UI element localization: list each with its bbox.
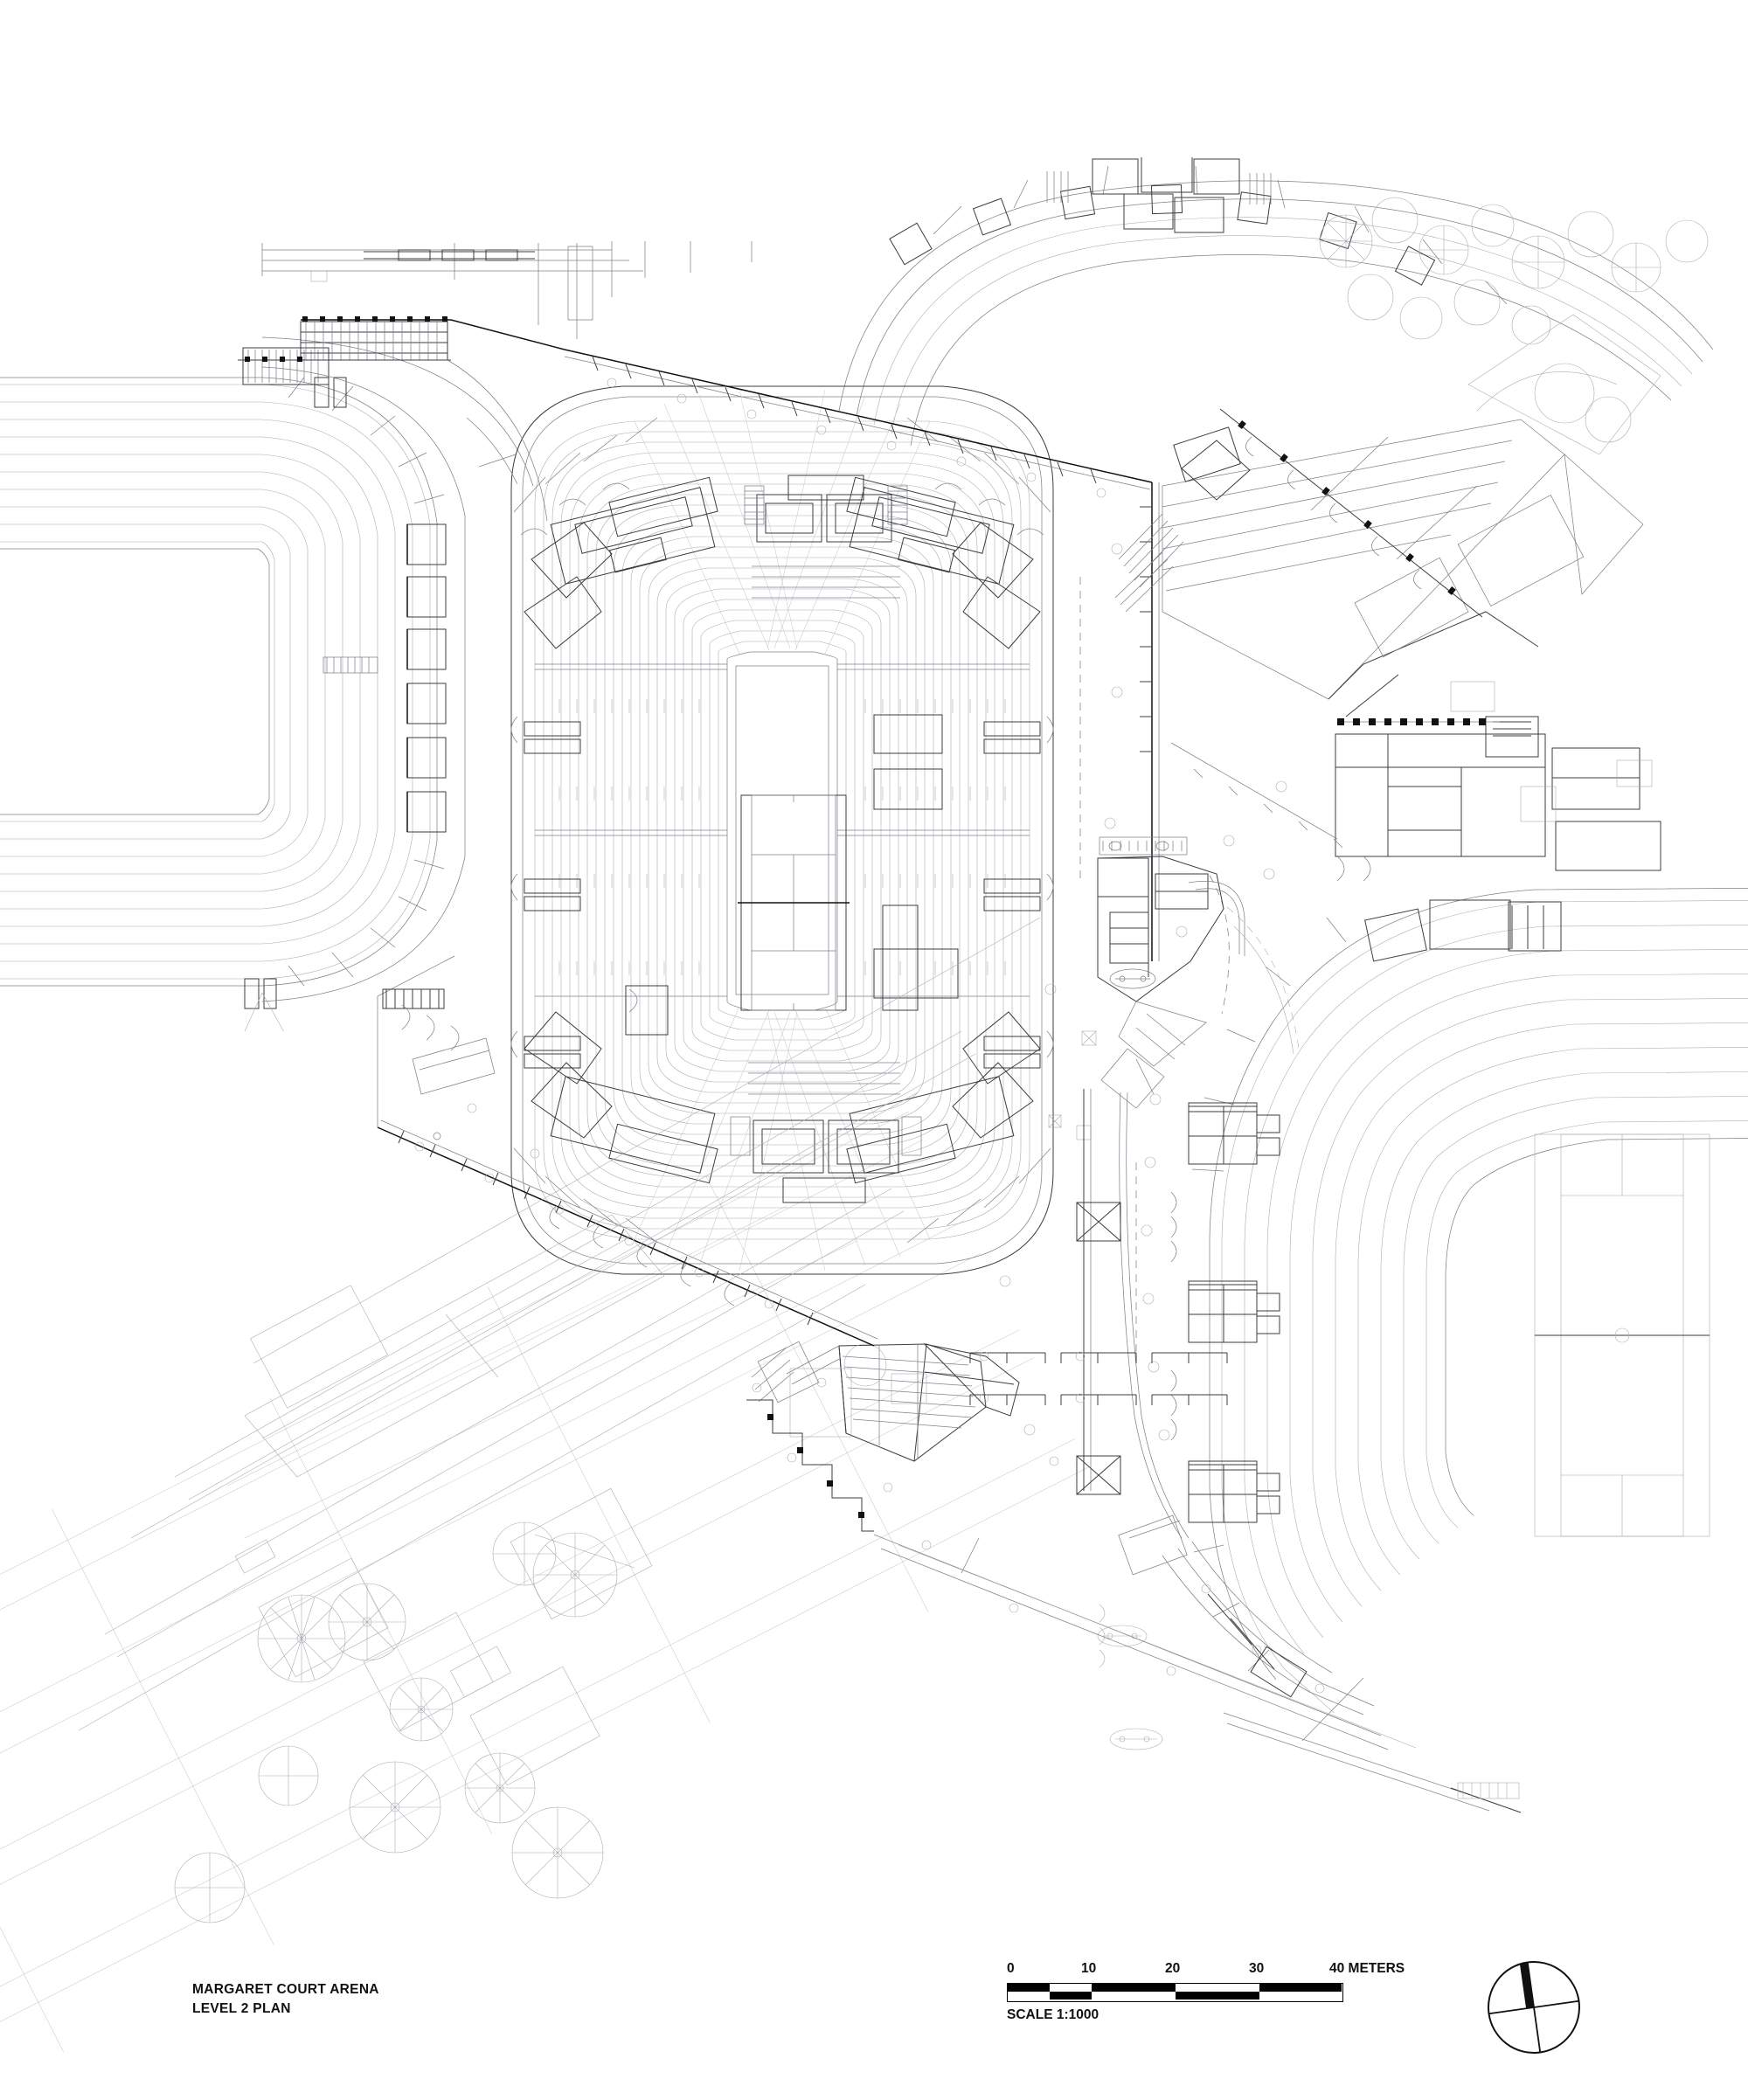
arena-west-box (625, 985, 669, 1036)
margaret-court-arena (510, 385, 1054, 1275)
north-arrow-icon (1488, 1961, 1580, 2054)
arena-outer-wall (510, 385, 1054, 1275)
tennis-court-main (738, 794, 850, 1011)
central-walkway (1048, 1089, 1190, 1539)
drawing-title: LEVEL 2 PLAN (192, 2001, 291, 2016)
plaza-balustrade (969, 1352, 1228, 1405)
scale-tick-40: 40 METERS (1329, 1961, 1405, 1976)
east-arena-partial (1170, 888, 1748, 1713)
arena-seat-steps (535, 663, 1030, 997)
tree-canopy-group (174, 1521, 618, 1923)
scale-tick-30: 30 (1249, 1961, 1265, 1976)
site-paving (0, 1111, 1090, 2053)
arena-step-ticks (558, 699, 1006, 975)
arena-north-concourse (550, 475, 1015, 585)
project-title: MARGARET COURT ARENA (192, 1982, 379, 1997)
west-arena-outer-wall (261, 366, 466, 1002)
arena-radial-aisles (634, 389, 931, 1272)
east-arena-site-edge (1209, 875, 1230, 1015)
arena-bowl-inner-edge (726, 651, 838, 1011)
north-arrow-block (1477, 1951, 1591, 2064)
plaza-slabs (244, 1214, 665, 1478)
west-arena-partial (0, 347, 447, 1031)
arena-south-concourse (550, 1076, 1015, 1203)
scale-tick-labels: 0 10 20 30 40 METERS (1007, 1961, 1405, 1980)
scale-tick-20: 20 (1165, 1961, 1181, 1976)
arena-corner-pods-north (524, 522, 1041, 649)
south-entry-plaza (746, 1341, 1228, 1550)
scale-tick-10: 10 (1081, 1961, 1097, 1976)
north-west-bleachers (238, 241, 753, 362)
south-east-ramp (1097, 1514, 1522, 1813)
north-east-bollard-line (1219, 408, 1483, 618)
title-block: MARGARET COURT ARENA LEVEL 2 PLAN (192, 1980, 379, 2019)
scale-tick-0: 0 (1007, 1961, 1015, 1976)
arena-east-boxes (873, 714, 959, 1011)
arena-corner-pods-south (524, 1011, 1041, 1139)
north-arena-arc (838, 157, 1714, 455)
west-concourse-diagonal (377, 955, 878, 1347)
north-east-concourse (564, 349, 1160, 961)
site-symbols (467, 543, 1287, 1436)
scale-bar-graphic (1007, 1983, 1343, 2002)
south-road (873, 1534, 1389, 1750)
south-west-landscape (78, 917, 1041, 1923)
scale-caption: SCALE 1:1000 (1007, 2007, 1099, 2022)
north-west-ramp (447, 359, 548, 522)
arena-vomitories (524, 721, 1041, 1069)
site-curve-north-west (261, 336, 534, 487)
central-service-building (1076, 836, 1300, 1140)
scale-block: 0 10 20 30 40 METERS SCALE 1:1000 (1007, 1961, 1405, 2023)
north-east-building (1114, 419, 1661, 882)
